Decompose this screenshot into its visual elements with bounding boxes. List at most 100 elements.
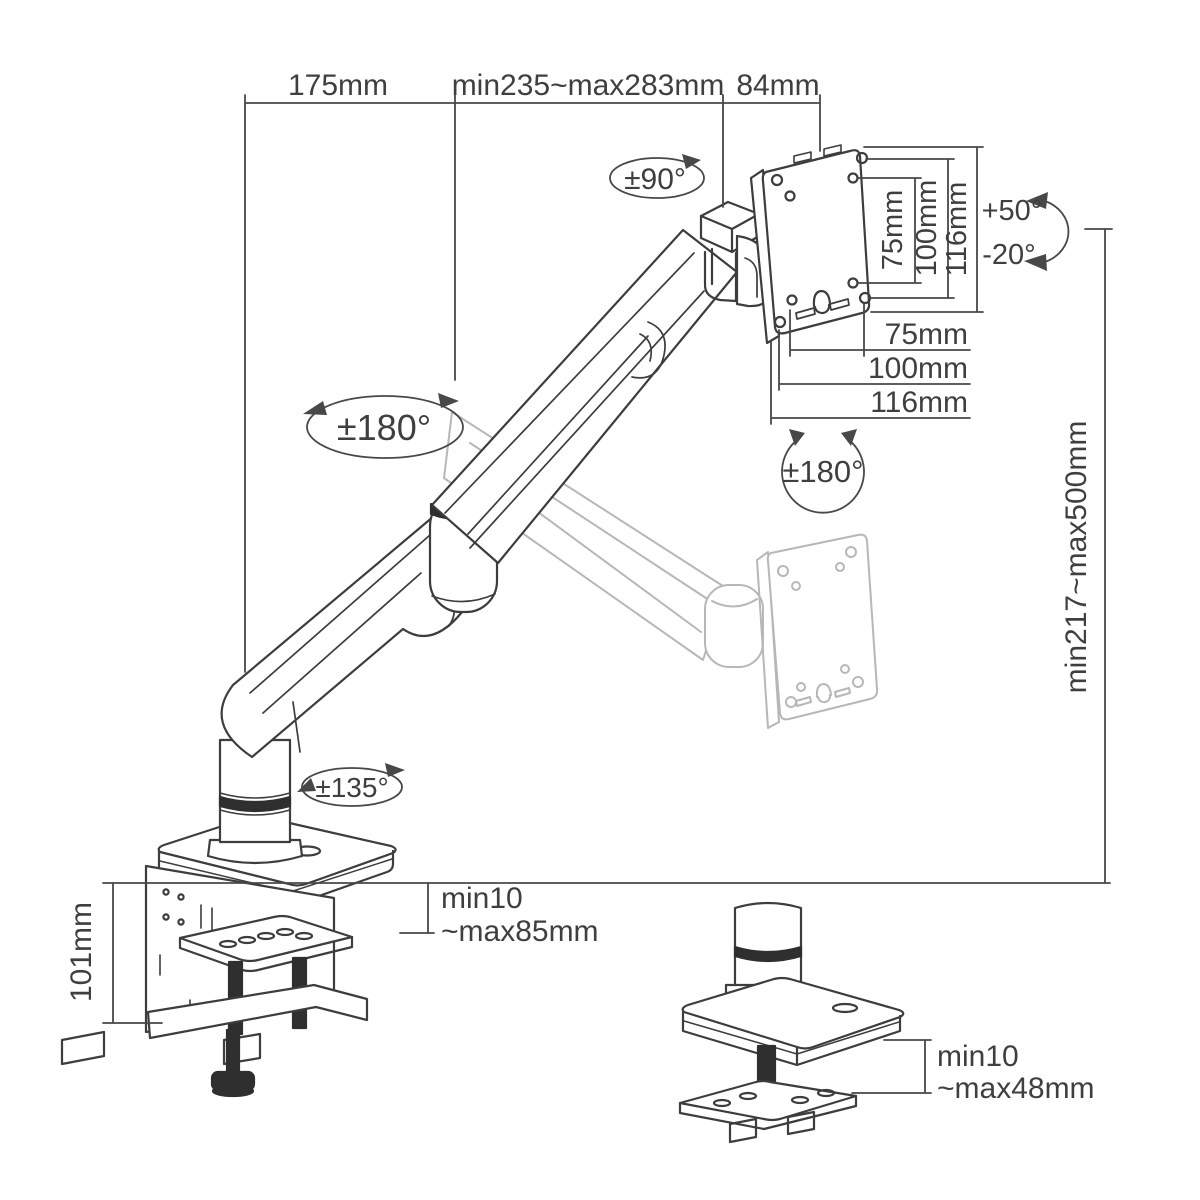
vesa-h100-label: 100mm: [868, 352, 968, 385]
grommet-bottom-plate: [678, 1079, 858, 1122]
vesa-hole-outer: [770, 173, 784, 187]
grommet-plate-hole: [790, 1095, 810, 1105]
rotation-label-135: ±135°: [315, 772, 388, 803]
shelf-slot: [294, 931, 314, 941]
tilt-arrow: [1024, 192, 1070, 271]
vesa-plate-top-notches: [793, 144, 842, 164]
arm-rotation-arrow: [303, 393, 464, 459]
ghost-vesa-hole: [852, 676, 864, 688]
vesa-h116-line: [770, 341, 971, 425]
vesa-hole-outer: [855, 151, 869, 165]
grommet-base-edge-line: [683, 1020, 900, 1055]
joint-cap-top: [699, 200, 761, 231]
ghost-wrist-arc: [711, 598, 758, 608]
pole-collar: [206, 838, 304, 865]
shelf-slot: [275, 927, 295, 937]
upper-arm-outline: [430, 228, 739, 565]
clamp-height-bracket: [102, 882, 163, 1024]
clamp-screw-shaft: [225, 1028, 241, 1076]
base-rotation-arrow: [297, 763, 405, 807]
ghost-vesa-hole: [777, 565, 789, 577]
lower-arm-outline: [220, 509, 478, 759]
ghost-vesa-plate: [766, 533, 879, 721]
ghost-vesa-plate-edge: [756, 551, 780, 729]
dim-label-min235-max283: min235~max283mm: [452, 69, 725, 102]
arrowhead: [682, 154, 701, 169]
grommet-bottom-plate-edge: [678, 1094, 858, 1131]
grommet-range-label-line2: ~max48mm: [937, 1072, 1095, 1105]
clamp-range-bracket: [399, 882, 435, 934]
ghost-vesa-keyhole: [815, 683, 832, 704]
clamp-height-label: 101mm: [65, 902, 98, 1002]
vesa-bottom-slots: [795, 298, 850, 320]
vesa-v75-label: 75mm: [877, 190, 909, 271]
clamp-bottom-jaw: [146, 983, 369, 1040]
dimension-lines: [102, 94, 1113, 1094]
grommet-range-bracket: [851, 1039, 932, 1094]
joint-body: [703, 247, 738, 303]
rotation-circle: [781, 439, 865, 514]
shelf-slot: [256, 931, 276, 941]
elbow-ring-line: [431, 593, 496, 603]
grommet-plate-tabs: [728, 1110, 816, 1144]
vesa-v75-bracket: [857, 177, 922, 284]
tilt-arc: [1044, 200, 1070, 263]
arrowhead: [303, 393, 459, 415]
vesa-h116-label: 116mm: [870, 386, 968, 419]
vesa-plate-front: [761, 149, 871, 335]
ghost-beam: [443, 411, 727, 661]
grommet-base-top: [681, 976, 905, 1050]
vesa-rotation-arrow: [781, 429, 865, 514]
upper-arm-inner-lines: [444, 252, 705, 549]
clamp-plate-hole: [177, 918, 185, 926]
vesa-v100-bracket: [865, 158, 955, 299]
grommet-range-label-line1: min10: [937, 1040, 1019, 1073]
clamp-range-label-line2: ~max85mm: [441, 915, 599, 948]
desk-clamp-assembly: [60, 864, 369, 1098]
pole-ring-band: [218, 795, 292, 813]
vesa-v116-label: 116mm: [941, 182, 973, 277]
ghost-arm-alternate-position: [443, 411, 879, 729]
upper-arm-hook-detail: [631, 321, 666, 379]
tilt-label-up: +50°: [982, 195, 1043, 227]
monitor-arm: [60, 144, 905, 1144]
grommet-pole-band: [733, 945, 803, 963]
vesa-plate: [749, 144, 872, 345]
rotation-ellipse: [609, 157, 705, 199]
shelf-slot: [237, 935, 257, 945]
dim-label-175mm: 175mm: [288, 69, 388, 102]
tilt-bracket-inner: [744, 257, 758, 298]
clamp-screw-knob: [211, 1084, 255, 1098]
dim-label-84mm: 84mm: [736, 69, 819, 102]
arrowhead: [1024, 192, 1048, 271]
arrowhead: [789, 429, 857, 446]
swivel-rotation-arrow: [609, 154, 705, 199]
grommet-plate-hole: [816, 1088, 836, 1098]
shelf-slot: [218, 939, 238, 949]
ghost-vesa-hole: [796, 682, 806, 692]
grommet-plate-hole: [712, 1098, 732, 1108]
riser-pole: [206, 738, 304, 865]
grommet-base-slot: [831, 1002, 859, 1014]
clamp-range-label-line1: min10: [441, 882, 523, 915]
vesa-hole-inner: [784, 190, 796, 202]
ghost-vesa-hole: [840, 664, 850, 674]
vesa-h75-label: 75mm: [885, 318, 968, 351]
grommet-plate-hole: [738, 1091, 758, 1101]
rotation-label-180-vesa: ±180°: [782, 454, 863, 489]
vesa-keyhole-screw: [812, 289, 832, 315]
vesa-v116-bracket: [863, 146, 984, 313]
pole-ring-lines: [219, 792, 291, 816]
upper-arm: [430, 228, 739, 565]
labels: 175mm min235~max283mm 84mm ±90° ±180° ±1…: [65, 69, 1095, 1105]
ghost-vesa-slots: [795, 687, 851, 707]
clamp-plate-hole: [177, 893, 185, 901]
vesa-v100-label: 100mm: [911, 180, 943, 277]
tilt-label-down: -20°: [982, 239, 1036, 271]
shoulder-seam: [292, 701, 301, 753]
vesa-hole-inner: [786, 294, 798, 306]
ghost-vesa-hole: [845, 546, 857, 558]
grommet-pole: [733, 901, 803, 992]
